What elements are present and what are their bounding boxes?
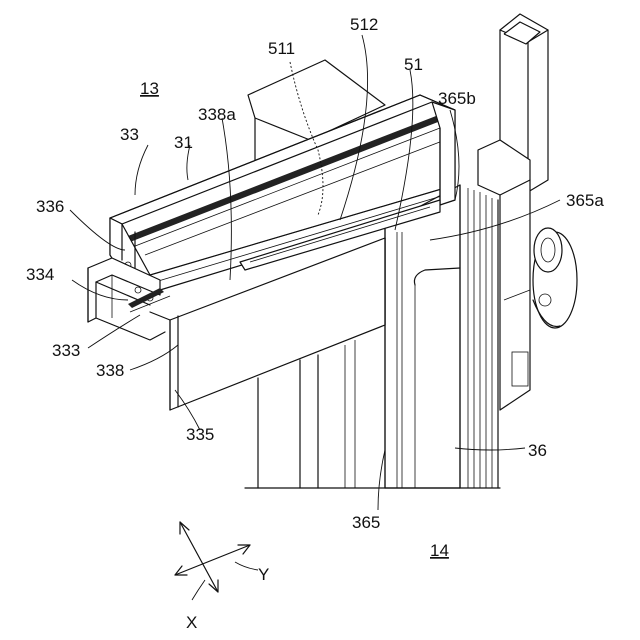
label-365b: 365b [438,89,476,108]
label-511: 511 [268,39,295,58]
axis-indicator [175,522,258,600]
label-31: 31 [174,133,193,152]
axis-label-y: Y [258,565,269,584]
label-33: 33 [120,125,139,144]
label-512: 512 [350,15,378,34]
label-338a: 338a [198,105,236,124]
label-334: 334 [26,265,54,284]
label-36: 36 [528,441,547,460]
label-336: 336 [36,197,64,216]
label-333: 333 [52,341,80,360]
label-335: 335 [186,425,214,444]
label-365: 365 [352,513,380,532]
knob-assembly [533,228,577,328]
right-upright [478,14,548,410]
label-13: 13 [140,79,159,98]
vertical-post-36 [385,185,498,488]
label-51: 51 [404,55,423,74]
label-338: 338 [96,361,124,380]
label-14: 14 [430,541,449,560]
axis-label-x: X [186,613,197,632]
label-365a: 365a [566,191,604,210]
